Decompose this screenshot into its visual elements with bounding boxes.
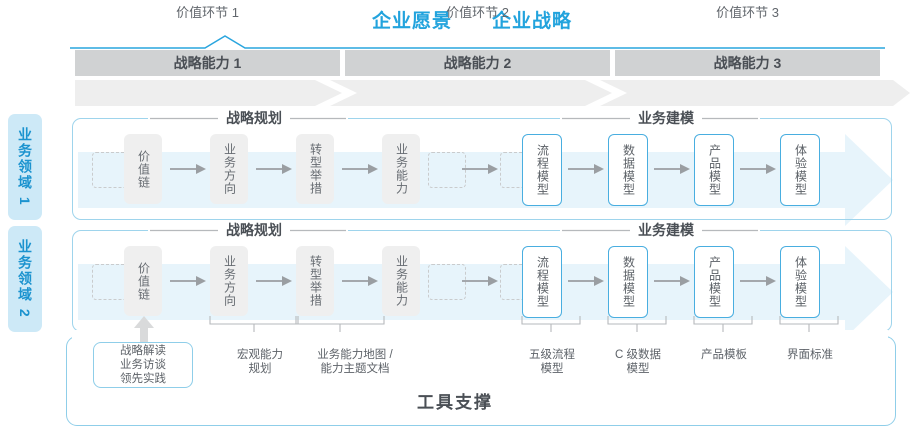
- node-transformation-measures[interactable]: 转型举措: [296, 134, 334, 204]
- flow-arrow-icon: [342, 164, 378, 174]
- node-label: 业务能力: [394, 255, 409, 307]
- flow-arrow-icon: [740, 164, 776, 174]
- capability-label-3: 战略能力 3: [713, 55, 782, 71]
- node-business-capability[interactable]: 业务能力: [382, 134, 420, 204]
- flow-arrow-icon: [170, 276, 206, 286]
- vision-strategy-connector-icon: [70, 35, 885, 49]
- tool-label-interface-standard: 界面标准: [764, 348, 856, 362]
- flow-arrow-icon: [740, 276, 776, 286]
- tool-label-line-1: C 级数据: [615, 349, 661, 361]
- enterprise-strategy-title: 企业战略: [492, 11, 573, 32]
- tool-label-line-2: 能力主题文档: [320, 363, 390, 375]
- tool-highlight-line-3: 领先实践: [120, 373, 166, 385]
- business-domain-2-label: 业务领域 2: [17, 239, 33, 319]
- vision-strategy-titles: 企业愿景 企业战略: [0, 6, 910, 32]
- flow-arrow-icon: [170, 164, 206, 174]
- capability-band-3: 战略能力 3: [615, 50, 880, 76]
- node-label: 价值链: [136, 261, 151, 301]
- node-value-chain[interactable]: 价值链: [124, 134, 162, 204]
- node-label: 业务方向: [222, 255, 237, 307]
- tool-highlight-box[interactable]: 战略解读 业务访谈 领先实践: [93, 342, 193, 388]
- group-caption-modeling-2: 业务建模: [630, 222, 702, 238]
- node-label: 体验模型: [793, 256, 808, 308]
- row-1-flow-arrow-background: [78, 134, 893, 226]
- tool-label-line-2: 规划: [248, 363, 272, 375]
- tool-label-line-2: 模型: [540, 363, 564, 375]
- node-data-model[interactable]: 数据模型: [608, 134, 648, 206]
- node-label: 产品模型: [707, 144, 722, 196]
- node-label: 价值链: [136, 149, 151, 189]
- node-business-direction[interactable]: 业务方向: [210, 246, 248, 316]
- node-business-capability[interactable]: 业务能力: [382, 246, 420, 316]
- tool-label-c-level-data-model: C 级数据 模型: [592, 348, 684, 376]
- tool-label-line-1: 业务能力地图 /: [317, 349, 393, 361]
- node-label: 数据模型: [621, 144, 636, 196]
- tool-highlight-line-2: 业务访谈: [120, 359, 166, 371]
- value-link-label-2: 价值环节 2: [446, 5, 509, 20]
- node-label: 流程模型: [535, 256, 550, 308]
- tool-label-line-1: 界面标准: [787, 349, 833, 361]
- flow-arrow-icon: [654, 276, 690, 286]
- node-label: 数据模型: [621, 256, 636, 308]
- tool-label-product-template: 产品模板: [678, 348, 770, 362]
- node-label: 流程模型: [535, 144, 550, 196]
- flow-arrow-icon: [568, 164, 604, 174]
- node-experience-model[interactable]: 体验模型: [780, 134, 820, 206]
- capability-band-1: 战略能力 1: [75, 50, 340, 76]
- business-domain-1-row: [72, 118, 892, 220]
- flow-arrow-icon: [462, 276, 498, 286]
- node-label: 体验模型: [793, 144, 808, 196]
- capability-label-2: 战略能力 2: [443, 55, 512, 71]
- group-caption-planning-2: 战略规划: [218, 222, 290, 238]
- value-chain-band: [75, 80, 910, 106]
- tool-label-line-2: 模型: [626, 363, 650, 375]
- tool-label-macro-capability-planning: 宏观能力 规划: [214, 348, 306, 376]
- flow-arrow-icon: [342, 276, 378, 286]
- tool-highlight-line-1: 战略解读: [120, 345, 166, 357]
- node-data-model[interactable]: 数据模型: [608, 246, 648, 318]
- placeholder-box: [428, 152, 466, 188]
- placeholder-box: [428, 264, 466, 300]
- node-value-chain[interactable]: 价值链: [124, 246, 162, 316]
- node-experience-model[interactable]: 体验模型: [780, 246, 820, 318]
- tool-label-line-1: 五级流程: [529, 349, 575, 361]
- tool-label-five-level-process-model: 五级流程 模型: [506, 348, 598, 376]
- sidebar-item-business-domain-2[interactable]: 业务领域 2: [8, 226, 42, 332]
- sidebar-item-business-domain-1[interactable]: 业务领域 1: [8, 114, 42, 220]
- capability-band-2: 战略能力 2: [345, 50, 610, 76]
- tool-label-line-1: 宏观能力: [237, 349, 283, 361]
- flow-arrow-icon: [462, 164, 498, 174]
- enterprise-vision-title: 企业愿景: [372, 11, 453, 32]
- value-link-label-1: 价值环节 1: [176, 5, 239, 20]
- group-caption-modeling-1: 业务建模: [630, 110, 702, 126]
- node-transformation-measures[interactable]: 转型举措: [296, 246, 334, 316]
- node-label: 产品模型: [707, 256, 722, 308]
- node-business-direction[interactable]: 业务方向: [210, 134, 248, 204]
- tool-bracket-connectors-icon: [209, 316, 839, 332]
- node-process-model[interactable]: 流程模型: [522, 246, 562, 318]
- capability-label-1: 战略能力 1: [173, 55, 242, 71]
- tool-support-title: 工具支撑: [417, 393, 493, 412]
- node-process-model[interactable]: 流程模型: [522, 134, 562, 206]
- node-label: 转型举措: [308, 143, 323, 195]
- node-label: 业务能力: [394, 143, 409, 195]
- node-label: 业务方向: [222, 143, 237, 195]
- value-link-label-3: 价值环节 3: [716, 5, 779, 20]
- tool-up-arrow-icon: [134, 316, 154, 342]
- flow-arrow-icon: [256, 164, 292, 174]
- business-domain-1-label: 业务领域 1: [17, 127, 33, 207]
- tool-label-capability-map: 业务能力地图 / 能力主题文档: [300, 348, 410, 376]
- flow-arrow-icon: [568, 276, 604, 286]
- tool-label-line-1: 产品模板: [701, 349, 747, 361]
- row-2-flow-arrow-background: [78, 246, 893, 338]
- node-label: 转型举措: [308, 255, 323, 307]
- flow-arrow-icon: [256, 276, 292, 286]
- group-caption-planning-1: 战略规划: [218, 110, 290, 126]
- flow-arrow-icon: [654, 164, 690, 174]
- node-product-model[interactable]: 产品模型: [694, 134, 734, 206]
- node-product-model[interactable]: 产品模型: [694, 246, 734, 318]
